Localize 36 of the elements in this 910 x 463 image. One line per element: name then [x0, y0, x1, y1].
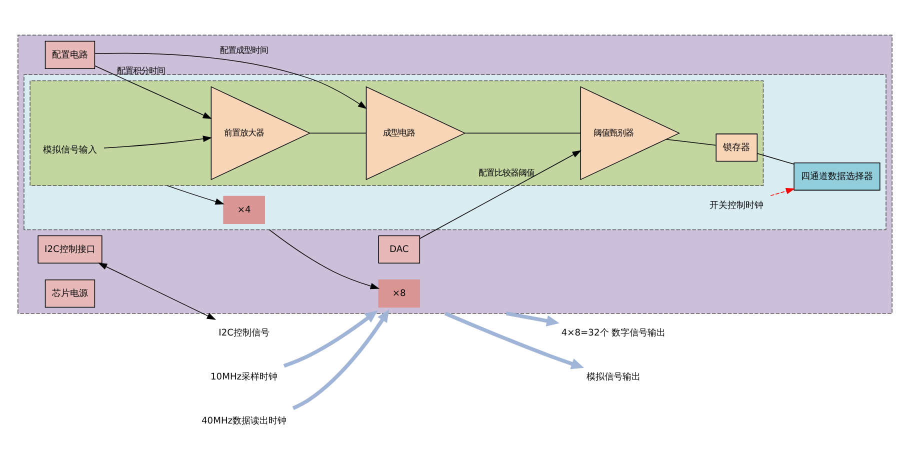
arrow	[94, 52, 368, 108]
node-box: 四通道数据选择器	[794, 162, 880, 190]
arrow	[166, 184, 224, 204]
node-text: 开关控制时钟	[710, 200, 764, 210]
node-text: 40MHz数据读出时钟	[202, 416, 287, 426]
connector	[464, 132, 581, 134]
edge-label: 配置积分时间	[117, 65, 166, 76]
edge-label: 配置成型时间	[220, 44, 268, 55]
node-text: 10MHz采样时钟	[210, 372, 278, 382]
node-box: 锁存器	[716, 133, 758, 162]
cluster	[30, 80, 764, 186]
node-text: 4×8=32个 数字信号输出	[561, 328, 666, 338]
arrow	[444, 311, 584, 369]
node-box: ×4	[223, 195, 265, 224]
edge-label: 配置比较器阈值	[478, 167, 534, 178]
node-text: 模拟信号输入	[42, 144, 97, 155]
arrow	[292, 308, 390, 410]
cluster	[24, 74, 886, 230]
node-box: DAC	[378, 234, 420, 264]
node-text: I2C控制信号	[218, 328, 270, 338]
arrow	[94, 64, 212, 118]
node-box: 芯片电源	[44, 279, 96, 308]
connector	[757, 152, 794, 164]
arrow	[770, 188, 796, 196]
connector	[310, 132, 367, 134]
arrow	[268, 228, 380, 289]
node-box: ×8	[378, 279, 420, 308]
node-box: 配置电路	[44, 40, 96, 68]
arrow	[283, 310, 378, 368]
node-box: I2C控制接口	[38, 234, 102, 264]
arrow	[98, 262, 216, 320]
connector	[666, 138, 716, 146]
arrow	[419, 150, 582, 239]
cluster	[18, 34, 892, 314]
arrow	[104, 135, 212, 148]
node-text: 模拟信号输出	[586, 372, 640, 382]
